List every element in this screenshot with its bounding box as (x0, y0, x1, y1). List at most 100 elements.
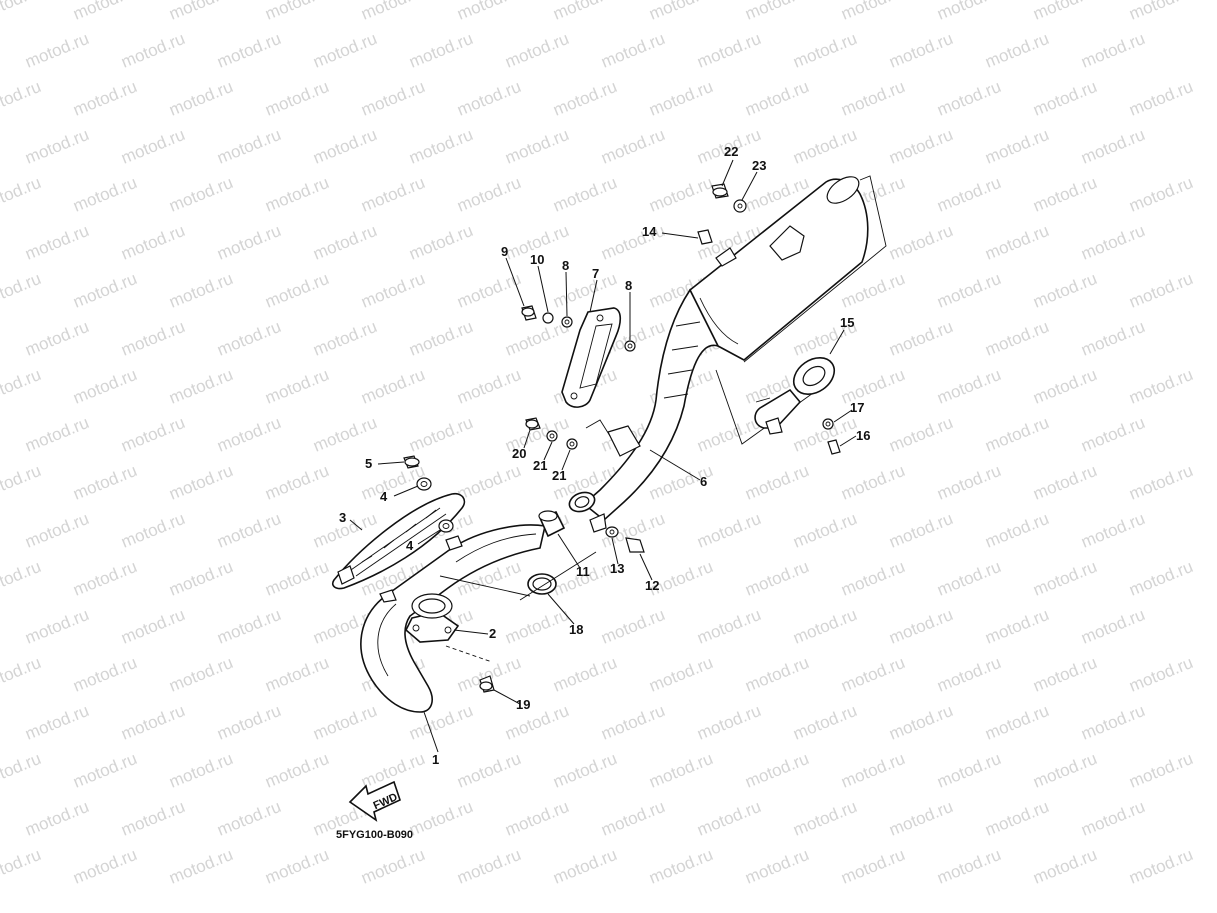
callout-4b: 4 (406, 538, 414, 553)
callout-10: 10 (530, 252, 544, 267)
watermark-text: motod.ru (118, 29, 187, 72)
watermark-text: motod.ru (70, 365, 139, 408)
watermark-text: motod.ru (262, 173, 331, 216)
watermark-text: motod.ru (358, 77, 427, 120)
watermark-text: motod.ru (1126, 653, 1195, 696)
watermark-text: motod.ru (118, 605, 187, 648)
watermark-text: motod.ru (694, 509, 763, 552)
watermark-text: motod.ru (0, 845, 44, 888)
watermark-layer: motod.ru motod.ru motod.ru motod.ru motod.ru… (0, 0, 1196, 888)
callout-2: 2 (489, 626, 496, 641)
watermark-text: motod.ru (1078, 413, 1147, 456)
watermark-text: motod.ru (214, 701, 283, 744)
watermark-text: motod.ru (1126, 557, 1195, 600)
watermark-text: motod.ru (886, 797, 955, 840)
watermark-text: motod.ru (22, 605, 91, 648)
watermark-text: motod.ru (550, 269, 619, 312)
watermark-text: motod.ru (1078, 125, 1147, 168)
watermark-text: motod.ru (406, 413, 475, 456)
watermark-text: motod.ru (694, 29, 763, 72)
watermark-text: motod.ru (1126, 365, 1195, 408)
watermark-text: motod.ru (982, 317, 1051, 360)
watermark-text: motod.ru (1126, 461, 1195, 504)
watermark-text: motod.ru (0, 461, 44, 504)
watermark-text: motod.ru (1030, 749, 1099, 792)
watermark-text: motod.ru (310, 125, 379, 168)
watermark-text: motod.ru (550, 749, 619, 792)
watermark-text: motod.ru (502, 701, 571, 744)
watermark-text: motod.ru (214, 221, 283, 264)
pipe-bolts (525, 417, 578, 450)
watermark-text: motod.ru (406, 221, 475, 264)
watermark-text: motod.ru (550, 653, 619, 696)
watermark-text: motod.ru (646, 845, 715, 888)
gaskets (527, 510, 566, 595)
callout-17: 17 (850, 400, 864, 415)
watermark-text: motod.ru (598, 221, 667, 264)
watermark-text: motod.ru (406, 317, 475, 360)
watermark-text: motod.ru (790, 605, 859, 648)
watermark-text: motod.ru (1078, 605, 1147, 648)
watermark-text: motod.ru (982, 509, 1051, 552)
watermark-text: motod.ru (886, 605, 955, 648)
watermark-text: motod.ru (886, 125, 955, 168)
watermark-text: motod.ru (934, 269, 1003, 312)
watermark-text: motod.ru (358, 269, 427, 312)
watermark-text: motod.ru (310, 29, 379, 72)
watermark-text: motod.ru (166, 77, 235, 120)
watermark-text: motod.ru (886, 701, 955, 744)
watermark-text: motod.ru (166, 653, 235, 696)
watermark-text: motod.ru (310, 317, 379, 360)
watermark-text: motod.ru (598, 29, 667, 72)
watermark-text: motod.ru (1078, 701, 1147, 744)
watermark-text: motod.ru (1078, 29, 1147, 72)
watermark-text: motod.ru (70, 0, 139, 24)
watermark-text: motod.ru (742, 461, 811, 504)
watermark-text: motod.ru (886, 509, 955, 552)
watermark-text: motod.ru (454, 0, 523, 24)
watermark-text: motod.ru (838, 365, 907, 408)
watermark-text: motod.ru (838, 77, 907, 120)
watermark-text: motod.ru (838, 461, 907, 504)
watermark-text: motod.ru (886, 221, 955, 264)
protector-fasteners (403, 455, 454, 533)
watermark-text: motod.ru (742, 749, 811, 792)
watermark-text: motod.ru (694, 797, 763, 840)
watermark-text: motod.ru (550, 0, 619, 24)
watermark-text: motod.ru (1030, 845, 1099, 888)
watermark-text: motod.ru (982, 125, 1051, 168)
watermark-text: motod.ru (166, 173, 235, 216)
muffler-assembly (568, 175, 887, 533)
watermark-text: motod.ru (166, 845, 235, 888)
watermark-text: motod.ru (70, 173, 139, 216)
watermark-text: motod.ru (502, 29, 571, 72)
callout-22: 22 (724, 144, 738, 159)
watermark-text: motod.ru (646, 749, 715, 792)
callout-13: 13 (610, 561, 624, 576)
watermark-text: motod.ru (790, 701, 859, 744)
watermark-text: motod.ru (454, 749, 523, 792)
diagram-code: 5FYG100-B090 (336, 829, 413, 841)
watermark-text: motod.ru (214, 509, 283, 552)
watermark-text: motod.ru (262, 269, 331, 312)
watermark-text: motod.ru (358, 173, 427, 216)
watermark-text: motod.ru (934, 0, 1003, 24)
muffler-end-cap (754, 357, 836, 435)
watermark-text: motod.ru (454, 77, 523, 120)
watermark-text: motod.ru (22, 509, 91, 552)
watermark-text: motod.ru (982, 221, 1051, 264)
callout-18: 18 (569, 622, 583, 637)
watermark-text: motod.ru (262, 77, 331, 120)
watermark-text: motod.ru (646, 653, 715, 696)
callout-8: 8 (562, 258, 569, 273)
watermark-text: motod.ru (1078, 797, 1147, 840)
watermark-text: motod.ru (118, 221, 187, 264)
watermark-text: motod.ru (70, 461, 139, 504)
watermark-text: motod.ru (982, 797, 1051, 840)
watermark-text: motod.ru (0, 365, 44, 408)
watermark-text: motod.ru (934, 77, 1003, 120)
callout-15: 15 (840, 315, 854, 330)
watermark-text: motod.ru (790, 509, 859, 552)
watermark-text: motod.ru (598, 701, 667, 744)
watermark-text: motod.ru (166, 0, 235, 24)
